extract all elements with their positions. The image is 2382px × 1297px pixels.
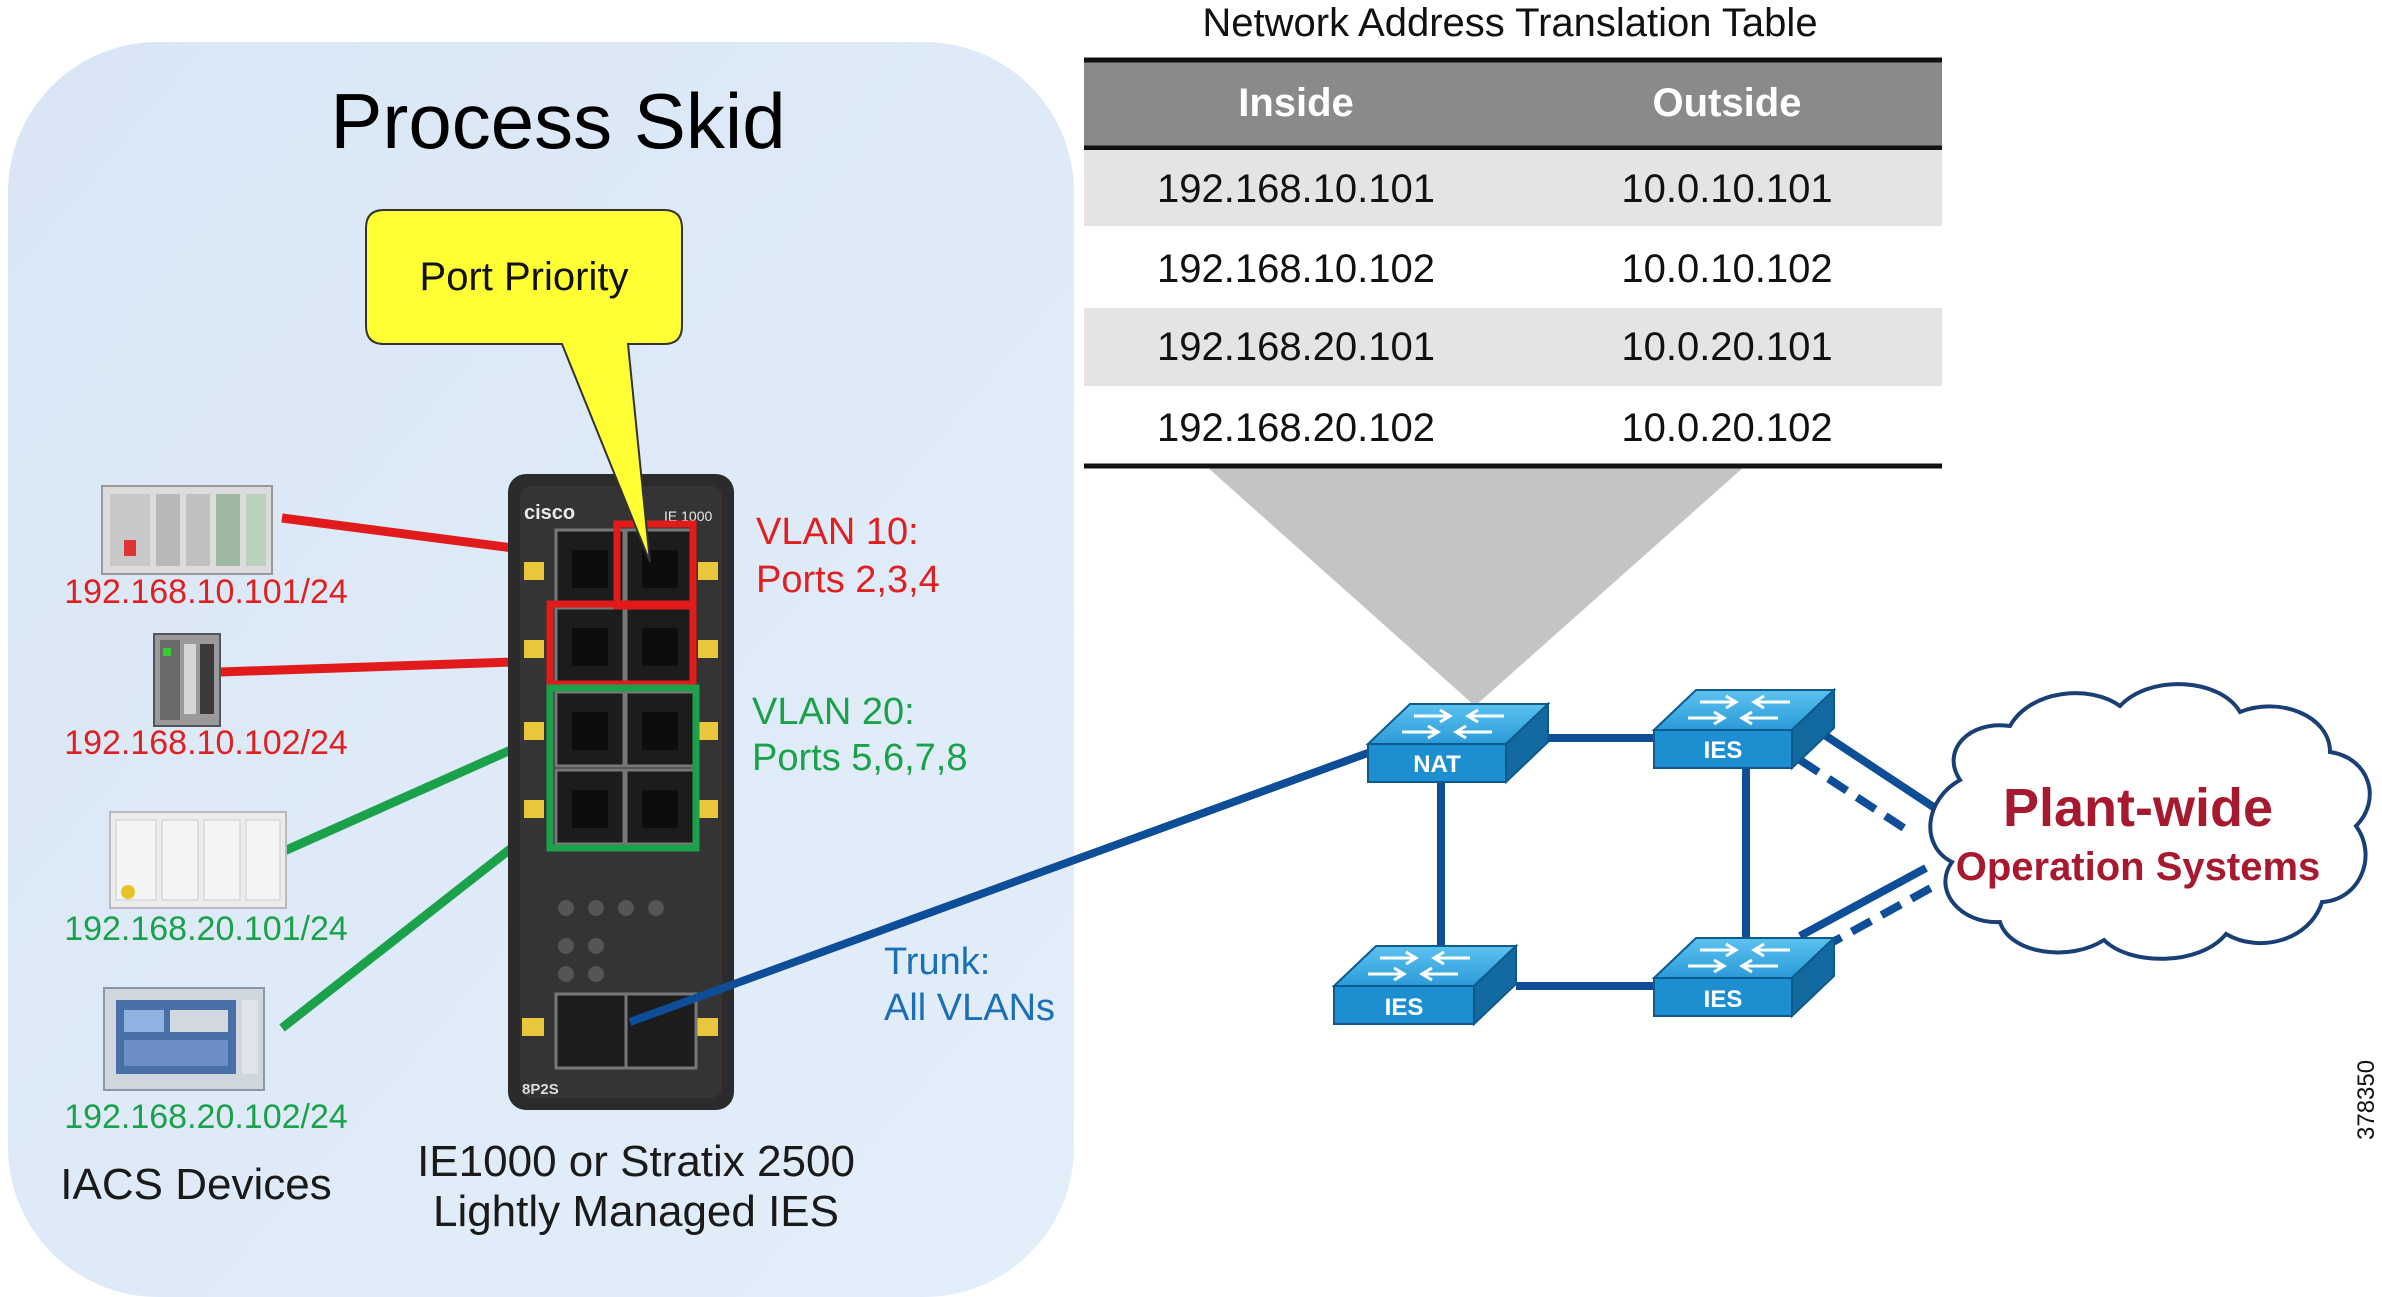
nat-row-bg <box>1084 386 1942 466</box>
cloud-link-standby <box>1820 880 1940 952</box>
nat-cell-inside: 192.168.20.102 <box>1157 406 1435 450</box>
figure-id: 378350 <box>2353 1060 2380 1140</box>
switch-label: IES <box>1385 994 1424 1021</box>
cloud-subtitle: Operation Systems <box>1956 845 2321 889</box>
process-skid-title: Process Skid <box>330 77 785 165</box>
nat-cell-outside: 10.0.20.101 <box>1621 325 1832 369</box>
vlan10-ports: Ports 2,3,4 <box>756 559 940 601</box>
nat-cell-outside: 10.0.10.102 <box>1621 247 1832 291</box>
device-ip: 192.168.20.102/24 <box>64 1098 348 1136</box>
vlan20-ports: Ports 5,6,7,8 <box>752 737 967 779</box>
nat-cell-outside: 10.0.10.101 <box>1621 167 1832 211</box>
trunk-label: Trunk: <box>884 941 990 983</box>
switch-label: NAT <box>1413 751 1461 778</box>
plc-controller-icon <box>101 485 273 575</box>
ies-switch: IES <box>1651 687 1837 771</box>
iacs-devices-label: IACS Devices <box>60 1160 331 1209</box>
nat-table: Network Address Translation Table Inside… <box>1084 1 1942 469</box>
cloud-link <box>1798 864 1928 940</box>
switch-caption: IE1000 or Stratix 2500 <box>417 1137 855 1186</box>
switch-sku-label: 8P2S <box>522 1081 559 1098</box>
switch-brand-logo: cisco <box>524 502 575 524</box>
nat-table-header <box>1084 60 1942 148</box>
ie1000-switch: cisco IE 1000 <box>508 474 734 1110</box>
ethernet-ports <box>554 528 696 846</box>
port-priority-label: Port Priority <box>420 255 629 299</box>
nat-switch: NAT <box>1365 701 1551 785</box>
hmi-panel-icon <box>103 987 265 1091</box>
vlan10-label: VLAN 10: <box>756 511 919 553</box>
vlan20-highlight <box>546 684 700 852</box>
trunk-vlans: All VLANs <box>884 987 1055 1029</box>
switch-model-label: IE 1000 <box>664 508 712 524</box>
nat-row-bg <box>1084 226 1942 308</box>
device-ip: 192.168.10.101/24 <box>64 573 348 611</box>
nat-cell-inside: 192.168.10.101 <box>1157 167 1435 211</box>
plant-wide-cloud: Plant-wide Operation Systems <box>1928 682 2372 961</box>
nat-cell-inside: 192.168.10.102 <box>1157 247 1435 291</box>
nat-row-bg <box>1084 308 1942 386</box>
drive-modules-icon <box>109 811 287 909</box>
nat-table-title: Network Address Translation Table <box>1202 1 1817 45</box>
switch-label: IES <box>1704 737 1743 764</box>
nat-funnel <box>1206 466 1745 706</box>
nat-header-outside: Outside <box>1653 81 1802 125</box>
switch-label: IES <box>1704 986 1743 1013</box>
nat-row-bg <box>1084 150 1942 226</box>
ies-switch: IES <box>1651 935 1837 1019</box>
trunk-link <box>628 746 1378 1026</box>
cloud-link-standby <box>1797 756 1913 836</box>
vlan10-highlight <box>546 600 697 688</box>
port-priority-callout: Port Priority <box>365 209 683 563</box>
vlan20-label: VLAN 20: <box>752 691 915 733</box>
switch-caption: Lightly Managed IES <box>433 1187 839 1236</box>
cloud-link <box>1811 724 1947 818</box>
cloud-title: Plant-wide <box>2003 778 2273 838</box>
nat-header-inside: Inside <box>1238 81 1354 125</box>
device-ip: 192.168.20.101/24 <box>64 910 348 948</box>
nat-cell-outside: 10.0.20.102 <box>1621 406 1832 450</box>
nat-cell-inside: 192.168.20.101 <box>1157 325 1435 369</box>
io-module-icon <box>153 633 221 727</box>
device-ip: 192.168.10.102/24 <box>64 724 348 762</box>
ies-switch: IES <box>1331 943 1519 1027</box>
